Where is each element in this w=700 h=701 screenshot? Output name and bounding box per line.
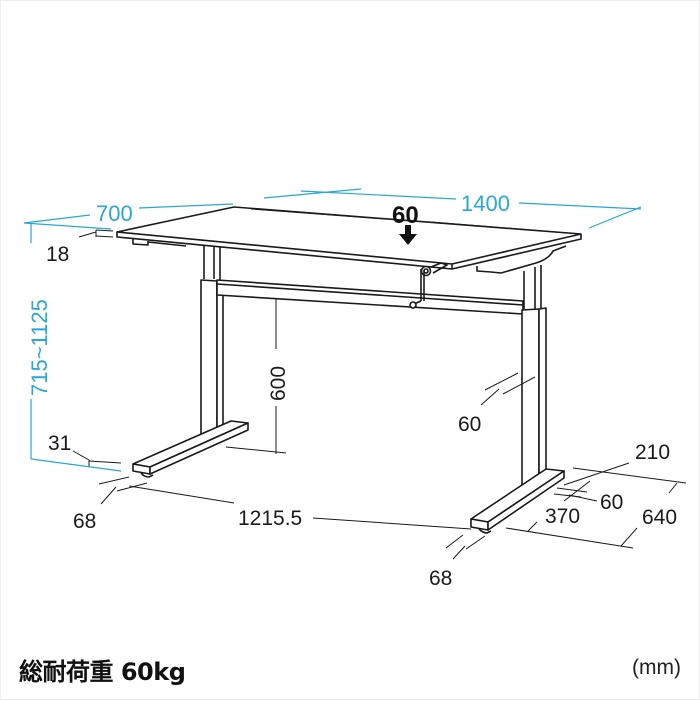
unit-label: (mm) bbox=[632, 656, 681, 679]
post-depth-label: 60 bbox=[600, 491, 623, 514]
right-leg bbox=[521, 307, 547, 489]
width-label: 1400 bbox=[461, 191, 510, 216]
leg-clearance-label: 600 bbox=[267, 366, 290, 401]
right-upper-column bbox=[523, 265, 542, 309]
foot-front-offset-label: 370 bbox=[545, 505, 580, 528]
left-leg bbox=[200, 279, 224, 438]
dimension-lines bbox=[72, 208, 687, 560]
load-arrow-icon bbox=[399, 225, 417, 245]
crossbar bbox=[216, 279, 524, 315]
left-foot bbox=[132, 420, 249, 478]
depth-label: 700 bbox=[96, 201, 133, 226]
top-thickness-label: 18 bbox=[46, 243, 69, 266]
left-upper-column bbox=[203, 246, 221, 280]
foot-width-left-label: 68 bbox=[73, 510, 96, 533]
overall-dimension-lines bbox=[23, 188, 642, 472]
post-width-label: 60 bbox=[458, 413, 481, 436]
desk-outline bbox=[116, 206, 582, 534]
right-foot bbox=[470, 468, 565, 534]
foot-height-label: 31 bbox=[48, 432, 71, 455]
center-load-label: 60 bbox=[392, 202, 419, 229]
height-range-label: 715~1125 bbox=[27, 299, 52, 396]
foot-rear-offset-label: 210 bbox=[635, 441, 670, 464]
load-capacity-label: 総耐荷重 60kg bbox=[19, 658, 186, 686]
inner-span-label: 1215.5 bbox=[238, 507, 302, 530]
top-brackets bbox=[132, 239, 567, 274]
foot-length-label: 640 bbox=[642, 506, 677, 529]
foot-width-right-label: 68 bbox=[429, 567, 452, 590]
crank-handle bbox=[409, 262, 448, 309]
